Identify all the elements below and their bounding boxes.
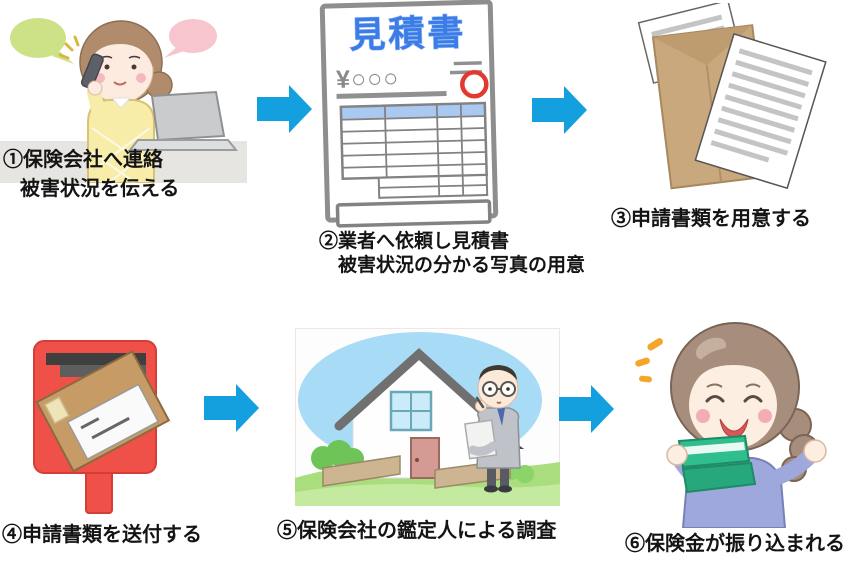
speech-bubble-pink-icon — [164, 19, 217, 58]
envelope-with-documents-illustration — [637, 3, 827, 190]
step-4-line1: ④申請書類を送付する — [2, 524, 202, 546]
step-1-caption: ①保険会社へ連絡 被害状況を伝える — [3, 146, 179, 204]
step-2-line1: ②業者へ依頼し見積書 — [319, 231, 510, 252]
document-icon — [694, 33, 827, 190]
arrow-right-icon — [204, 384, 259, 432]
step-2-caption: ②業者へ依頼し見積書 被害状況の分かる写真の用意 — [319, 230, 585, 278]
step-4-caption: ④申請書類を送付する — [2, 518, 202, 547]
appraiser-figure — [464, 365, 521, 493]
estimate-title-text: 見積書 — [349, 11, 467, 55]
house-inspection-illustration — [295, 328, 560, 506]
red-stamp-icon — [460, 70, 489, 99]
estimate-amount-text: ¥○○○ — [336, 64, 400, 94]
step-3-line1: ③申請書類を用意する — [611, 208, 811, 230]
step-1-line2: 被害状況を伝える — [20, 178, 180, 200]
woman-figure — [670, 322, 827, 528]
sparkle-icon — [635, 338, 663, 383]
woman-calling-on-phone-illustration — [0, 18, 247, 183]
phone-icon — [58, 35, 104, 96]
estimate-table — [339, 101, 489, 199]
step-5-line1: ⑤保険会社の鑑定人による調査 — [277, 520, 557, 542]
step-3-caption: ③申請書類を用意する — [611, 202, 811, 231]
step-6-line1: ⑥保険金が振り込まれる — [625, 533, 845, 555]
laptop-icon — [127, 90, 239, 151]
arrow-right-icon — [257, 85, 312, 133]
woman-figure — [58, 20, 173, 183]
remarks-box — [335, 199, 492, 228]
red-postbox-illustration — [33, 340, 171, 514]
step-6-caption: ⑥保険金が振り込まれる — [625, 527, 845, 556]
envelope-icon — [35, 350, 171, 473]
step-2-line2: 被害状況の分かる写真の用意 — [338, 255, 586, 276]
arrow-right-icon — [559, 385, 614, 433]
estimate-document-illustration: 見積書 ¥○○○ — [319, 0, 499, 228]
passbook-icon — [666, 434, 757, 494]
arrow-right-icon — [532, 86, 587, 134]
step-1-line1: ①保険会社へ連絡 — [3, 149, 163, 171]
step-5-caption: ⑤保険会社の鑑定人による調査 — [277, 514, 556, 543]
happy-woman-with-passbook-illustration — [635, 322, 827, 528]
